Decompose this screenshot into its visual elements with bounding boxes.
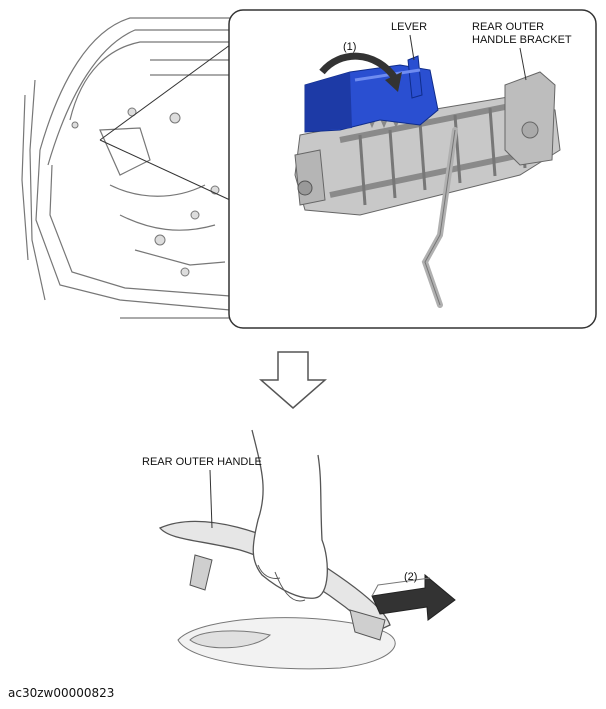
transition-down-arrow	[259, 351, 327, 409]
handle-removal-illustration	[158, 429, 396, 670]
bracket-left-bolt	[297, 180, 313, 196]
lever-tab	[407, 55, 423, 99]
handle-hook-left	[189, 554, 213, 591]
bracket-left-boss	[294, 149, 326, 206]
handle-leader	[209, 469, 213, 529]
lever	[304, 55, 439, 133]
rotation-arrow	[319, 52, 402, 92]
bracket-frame-bottom	[329, 147, 546, 198]
lever-face	[305, 72, 352, 132]
handle-label: REAR OUTER HANDLE	[142, 456, 262, 468]
step1-label: (1)	[343, 41, 357, 53]
figure-caption: ac30zw00000823	[8, 686, 115, 700]
car-door-outline	[21, 17, 240, 319]
bracket-label-line1: REAR OUTER	[472, 21, 545, 33]
hand	[251, 429, 328, 599]
bracket-end-bolt	[521, 121, 539, 139]
callout-pointer	[99, 44, 231, 201]
bracket-label-line2: HANDLE BRACKET	[472, 34, 572, 46]
bracket-leader	[519, 47, 527, 81]
lever-leader	[409, 34, 415, 61]
bracket-end-mount	[504, 71, 556, 166]
pull-arrow	[371, 573, 456, 621]
step2-label: (2)	[404, 571, 418, 583]
handle-hook-right	[349, 609, 386, 641]
lever-label: LEVER	[391, 21, 428, 33]
lever-highlight	[354, 68, 421, 82]
door-holes	[71, 107, 220, 277]
